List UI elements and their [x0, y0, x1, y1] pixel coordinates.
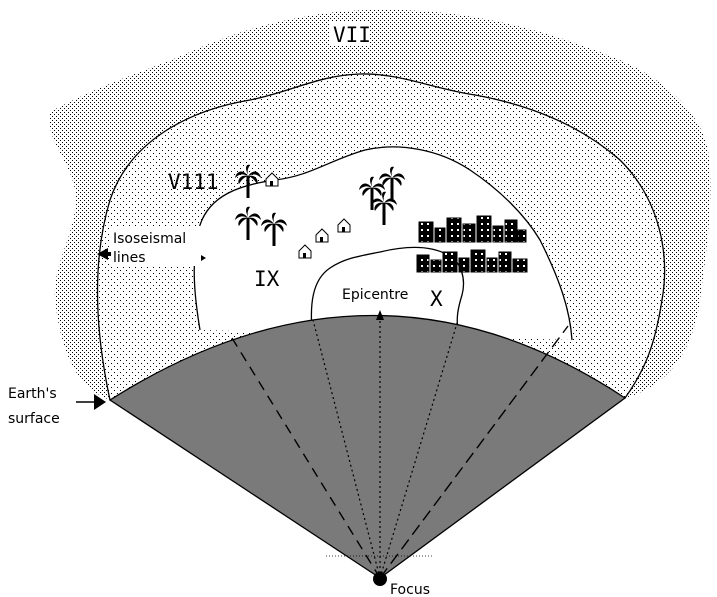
zone-vii-label-bg [330, 22, 370, 46]
focus-label: Focus [390, 582, 430, 597]
dashed-ray-left [231, 337, 381, 579]
isoseismal-label-bg [111, 226, 201, 266]
epicentre-arrow-head [376, 310, 384, 320]
isoseismal-line-ix [193, 146, 573, 341]
focus-point [373, 572, 387, 586]
zone-ix-label: IX [254, 267, 280, 291]
isoseismal-label-line1: Isoseismal [113, 231, 186, 247]
earths-surface-label-line2: surface [8, 411, 60, 427]
isoseismal-left-arrow [97, 248, 112, 260]
earth-crust-sector [108, 314, 627, 579]
dashed-ray-right [379, 325, 569, 579]
earths-surface-arrow [94, 394, 106, 410]
epicentre-label: Epicentre [342, 287, 408, 303]
earths-surface-label-line1: Earth's [8, 386, 57, 402]
zone-vii-label: VII [333, 23, 371, 47]
building-icon [416, 249, 528, 273]
zone-x-label: X [430, 287, 443, 311]
building-icon [418, 215, 527, 243]
isoseismal-label-line2: lines [113, 250, 146, 266]
zone-viii-label: V111 [168, 170, 219, 194]
